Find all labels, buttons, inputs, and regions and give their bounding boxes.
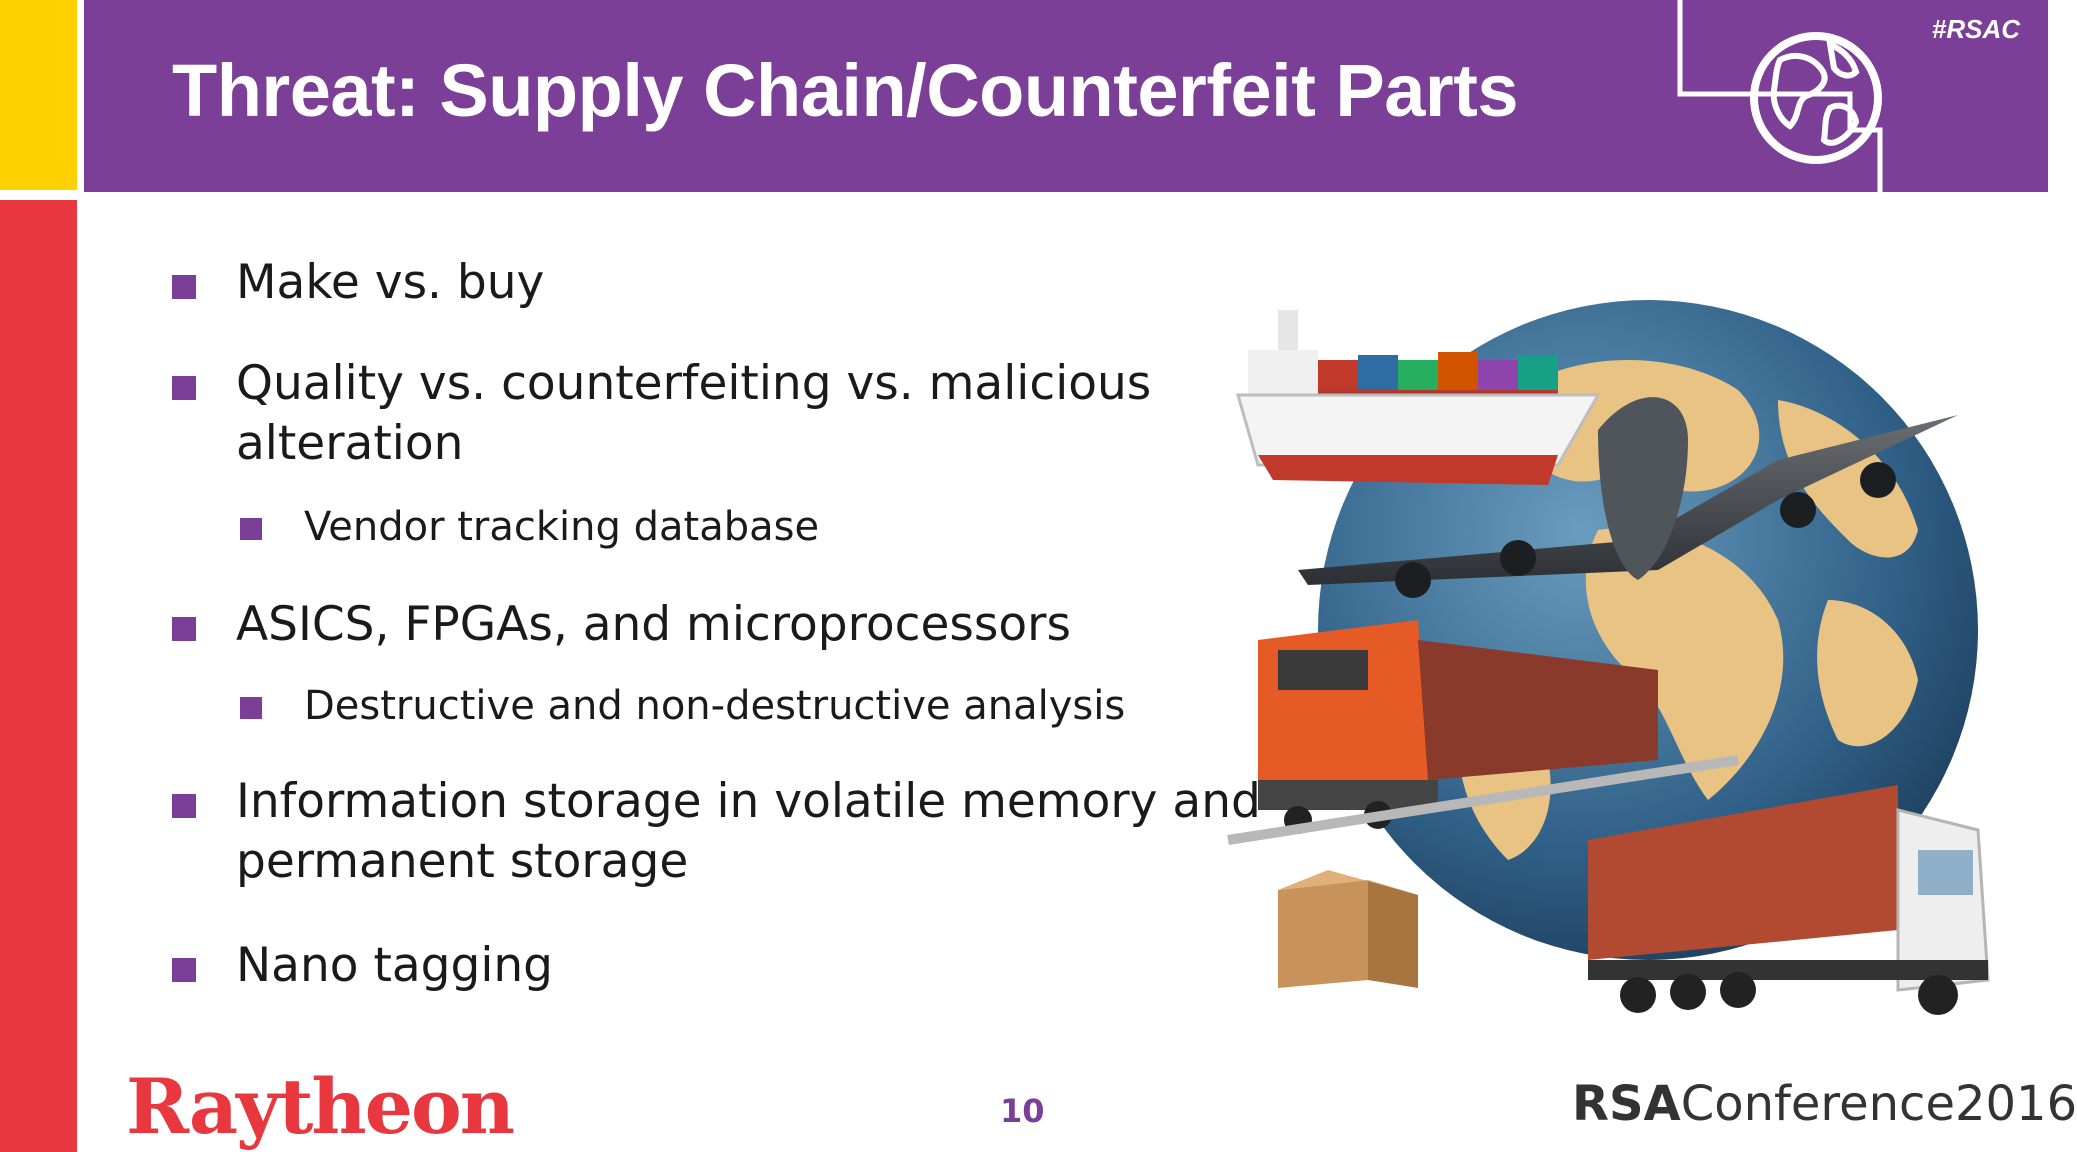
rsa-brand: RSA <box>1572 1076 1681 1132</box>
logistics-illustration <box>1227 300 1990 1015</box>
sub-bullet-text: Destructive and non-destructive analysis <box>304 683 1126 729</box>
bullet-square-icon <box>172 376 196 400</box>
bullet-square-icon <box>240 518 262 540</box>
bullet-text: ASICS, FPGAs, and microprocessors <box>236 597 1071 652</box>
cargo-ship-image <box>1236 310 1601 485</box>
bullet-item: Make vs. buy <box>172 253 1194 313</box>
hashtag-label: #RSAC <box>1931 14 2020 44</box>
bullet-text: Nano tagging <box>236 938 554 993</box>
bullet-item: Information storage in volatile memory a… <box>172 772 1261 892</box>
train-image <box>1227 620 1739 845</box>
accent-bar-yellow <box>0 0 77 190</box>
sub-bullet-text: Vendor tracking database <box>304 504 820 550</box>
page-number: 10 <box>1000 1092 1045 1130</box>
conference-name: Conference2016 <box>1680 1076 2077 1132</box>
bullet-text-line2: alteration <box>236 416 464 471</box>
slide-title: Threat: Supply Chain/Counterfeit Parts <box>172 49 1519 132</box>
bullet-item: Nano tagging <box>172 936 1194 996</box>
cargo-truck-image <box>1588 785 1990 1015</box>
bullet-text-line2: permanent storage <box>236 834 689 889</box>
bullet-item: ASICS, FPGAs, and microprocessors <box>172 595 1194 655</box>
raytheon-logo: Raytheon <box>126 1062 515 1151</box>
bullet-square-icon <box>240 697 262 719</box>
sub-bullet-item: Vendor tracking database <box>240 500 819 554</box>
sub-bullet-item: Destructive and non-destructive analysis <box>240 679 1125 733</box>
bullet-square-icon <box>172 794 196 818</box>
bullet-text-line1: Information storage in volatile memory a… <box>236 774 1261 829</box>
accent-bar-red <box>0 200 77 1152</box>
bullet-square-icon <box>172 617 196 641</box>
rsa-conference-logo: RSAConference2016 <box>1572 1076 2077 1132</box>
bullet-text-line1: Quality vs. counterfeiting vs. malicious <box>236 356 1152 411</box>
bullet-text: Make vs. buy <box>236 255 545 310</box>
bullet-square-icon <box>172 275 196 299</box>
bullet-square-icon <box>172 958 196 982</box>
bullet-item: Quality vs. counterfeiting vs. malicious… <box>172 354 1194 474</box>
airplane-image <box>1298 397 1958 598</box>
cardboard-box-image <box>1278 870 1418 988</box>
globe-icon <box>1677 0 1883 192</box>
